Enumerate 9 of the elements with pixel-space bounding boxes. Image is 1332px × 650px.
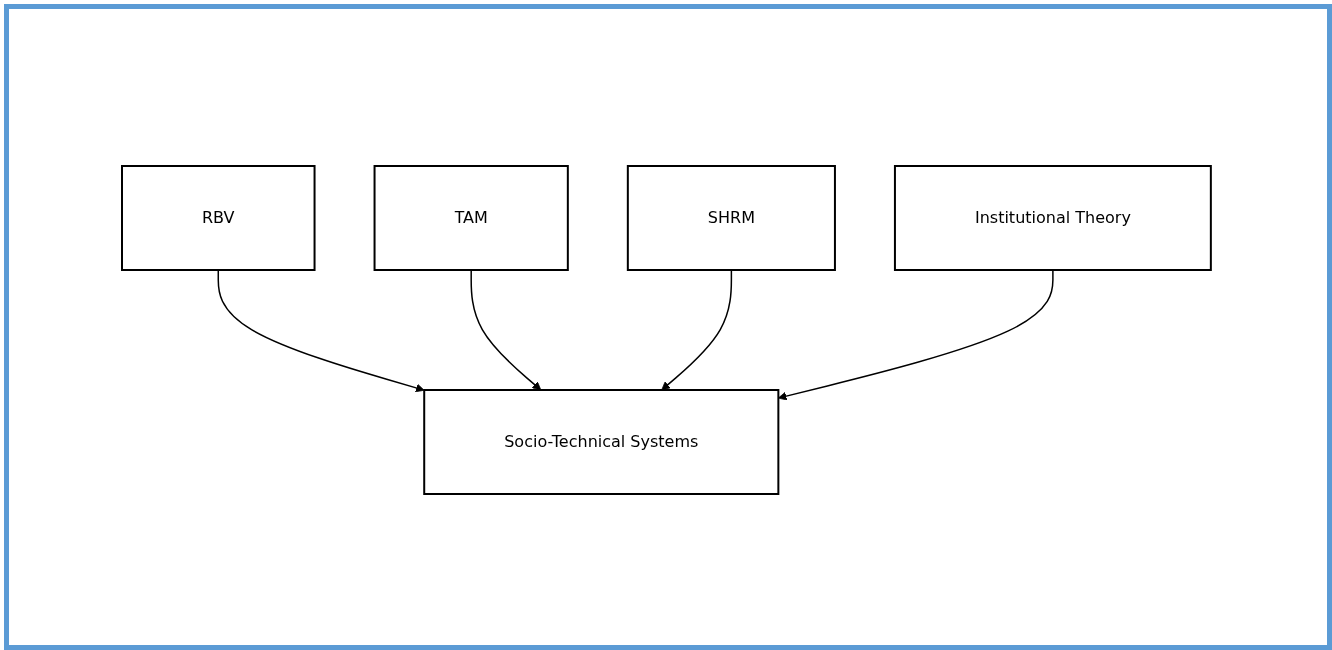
node-box: Socio-Technical Systems [422, 389, 779, 495]
node-box: TAM [373, 165, 569, 271]
node-box: SHRM [626, 165, 836, 271]
arrow [777, 269, 1054, 401]
arrow [660, 269, 732, 391]
node-box: Institutional Theory [893, 165, 1212, 271]
node-box: RBV [120, 165, 316, 271]
arrow [470, 269, 541, 391]
arrow [217, 269, 425, 393]
